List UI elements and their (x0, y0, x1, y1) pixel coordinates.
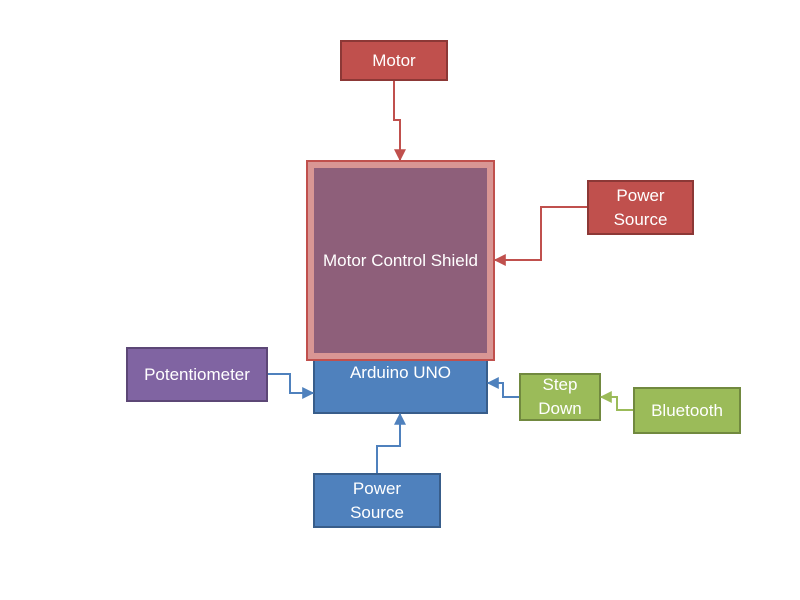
potentiometer-node: Potentiometer (126, 347, 268, 402)
power-source-top-node: Power Source (587, 180, 694, 235)
edge-power-source-bottom-to-arduino (376, 412, 406, 473)
bluetooth-node: Bluetooth (633, 387, 741, 434)
power-source-bottom-node: Power Source (313, 473, 441, 528)
edge-motor-to-shield (393, 81, 406, 162)
bluetooth-label: Bluetooth (651, 400, 723, 420)
step-down-node: Step Down (519, 373, 601, 421)
motor-control-shield-label: Motor Control Shield (323, 250, 478, 270)
step-down-label: Step Down (538, 375, 582, 418)
edge-potentiometer-to-arduino (268, 373, 315, 399)
power-source-bottom-label: Power Source (350, 478, 404, 522)
motor-label: Motor (372, 50, 416, 70)
edge-bluetooth-to-step-down (599, 391, 633, 411)
arduino-uno-label: Arduino UNO (349, 363, 452, 382)
edge-power-source-top-to-shield (493, 206, 587, 266)
potentiometer-label: Potentiometer (144, 364, 250, 384)
edge-step-down-to-arduino (486, 377, 519, 398)
power-source-top-label: Power Source (613, 185, 668, 229)
motor-node: Motor (340, 40, 448, 81)
